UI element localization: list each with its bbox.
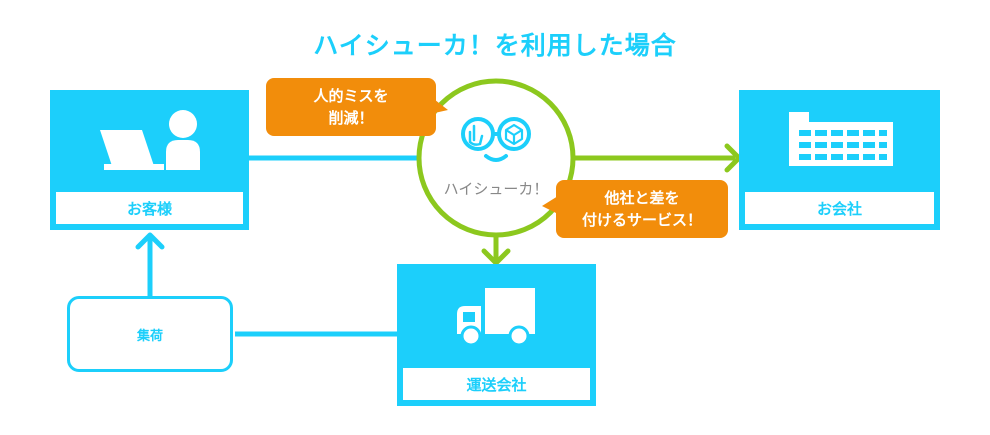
- service-name: ハイシューカ！: [443, 180, 549, 198]
- bubble-left-tail: [430, 96, 448, 114]
- carrier-box: 運送会社: [397, 264, 596, 406]
- carrier-label: 運送会社: [403, 368, 590, 400]
- truck-icon: [457, 288, 535, 347]
- company-label: お会社: [745, 192, 934, 224]
- bubble-differentiate: 他社と差を 付けるサービス！: [556, 180, 728, 238]
- bubble-right-tail: [542, 196, 558, 214]
- pickup-box: 集荷: [67, 296, 233, 372]
- customer-arrowhead: [135, 232, 165, 250]
- bubble-reduce-errors: 人的ミスを 削減！: [266, 78, 436, 136]
- service-logo-icon: [461, 117, 531, 162]
- company-box: お会社: [739, 90, 940, 230]
- carrier-arrowhead: [481, 248, 511, 266]
- building-icon: [789, 112, 893, 166]
- diagram-title: ハイシューカ！を利用した場合: [313, 31, 677, 60]
- customer-box: お客様: [50, 90, 249, 230]
- laptop-user-icon: [100, 110, 200, 170]
- customer-label: お客様: [56, 192, 243, 224]
